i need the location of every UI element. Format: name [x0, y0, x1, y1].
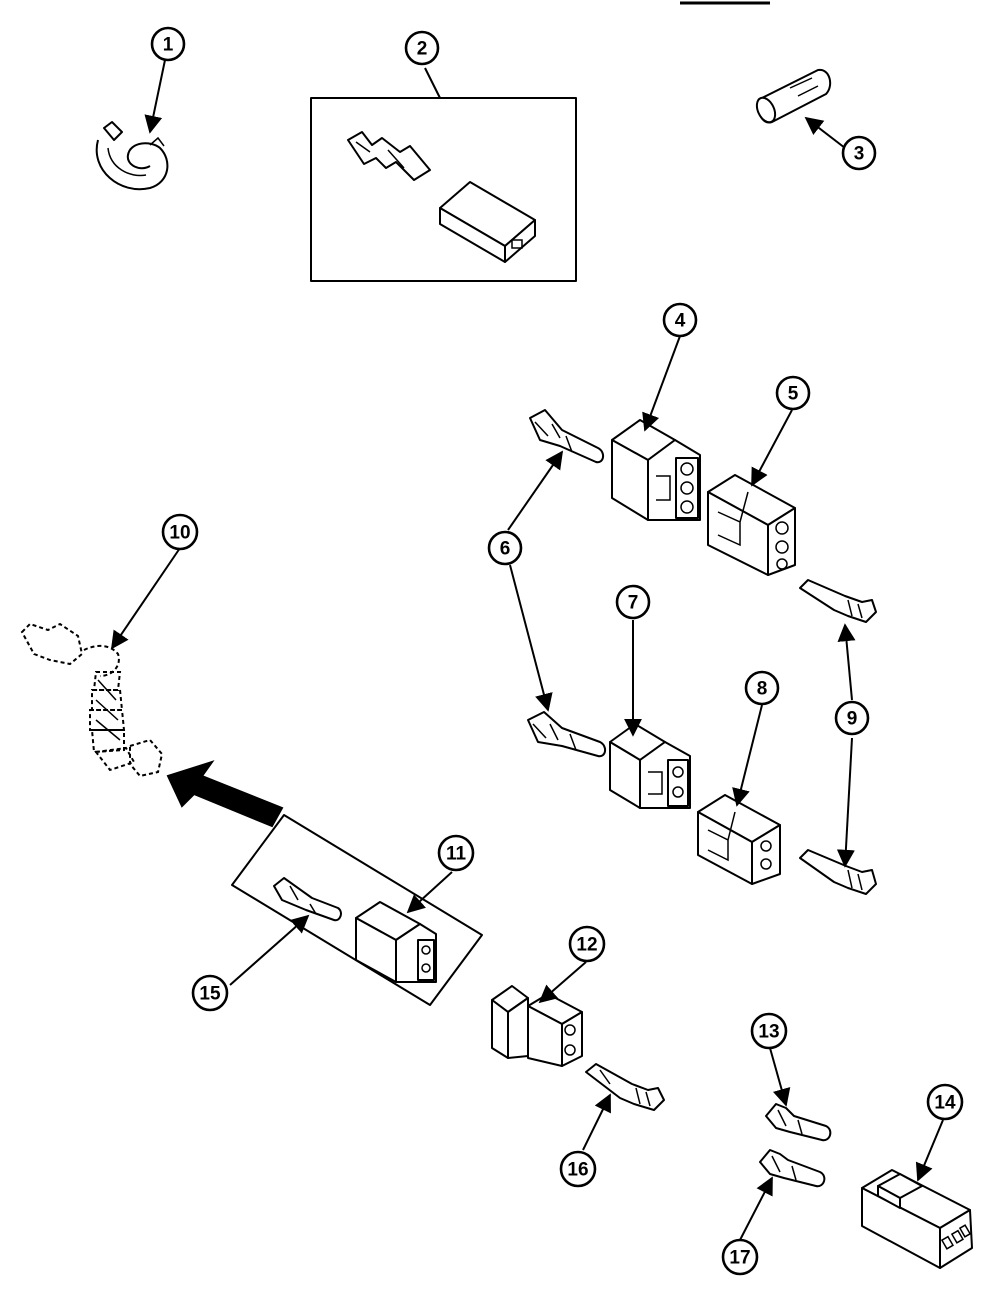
callout-6: 6 [487, 530, 523, 566]
callout-10: 10 [161, 513, 199, 551]
part-5-connector-3way [707, 474, 796, 576]
part-9-socket-terminal-lower [799, 849, 877, 895]
callout-17: 17 [721, 1238, 759, 1276]
callout-5: 5 [775, 375, 811, 411]
svg-text:11: 11 [446, 844, 467, 865]
callout-1: 1 [150, 26, 186, 62]
callout-2: 2 [404, 30, 440, 66]
part-17-flag-terminal [759, 1149, 826, 1188]
callout-7: 7 [615, 584, 651, 620]
svg-text:7: 7 [628, 593, 639, 614]
svg-text:16: 16 [567, 1160, 588, 1181]
part-9-socket-terminal-upper [799, 579, 877, 623]
part-16-pin-terminal [585, 1063, 665, 1111]
callout-14: 14 [926, 1083, 964, 1121]
svg-text:10: 10 [169, 523, 190, 544]
part-11-15-kit-card [231, 814, 483, 1006]
callout-12: 12 [568, 925, 606, 963]
callout-11: 11 [437, 834, 475, 872]
part-14-connector-multiway [861, 1169, 973, 1269]
part-8-connector-2way [697, 794, 781, 885]
part-1-clamp [95, 121, 169, 191]
svg-text:1: 1 [163, 35, 174, 56]
svg-text:12: 12 [576, 935, 597, 956]
callout-13: 13 [750, 1012, 788, 1050]
part-13-flag-terminal [765, 1103, 832, 1142]
svg-text:17: 17 [729, 1248, 750, 1269]
part-2-terminal-kit [310, 97, 577, 282]
svg-text:13: 13 [758, 1022, 779, 1043]
callout-4: 4 [662, 302, 698, 338]
part-12-connector-pair [491, 985, 583, 1067]
callout-16: 16 [559, 1150, 597, 1188]
part-3-splice [755, 68, 832, 124]
callout-8: 8 [744, 670, 780, 706]
callout-9: 9 [834, 700, 870, 736]
part-6-pin-terminal-upper [529, 409, 604, 464]
svg-text:15: 15 [199, 984, 221, 1005]
callout-3: 3 [841, 135, 877, 171]
callout-15: 15 [191, 974, 229, 1012]
part-10-harness-coil [20, 622, 164, 778]
part-4-connector-3way [611, 419, 701, 521]
svg-text:5: 5 [788, 384, 799, 405]
svg-text:14: 14 [934, 1093, 956, 1114]
part-6-pin-terminal-lower [527, 711, 606, 758]
svg-text:3: 3 [854, 144, 865, 165]
svg-text:4: 4 [675, 311, 686, 332]
svg-text:8: 8 [757, 679, 768, 700]
direction-arrow [166, 760, 284, 828]
svg-text:9: 9 [847, 709, 858, 730]
part-7-connector-2way [609, 723, 691, 809]
svg-text:2: 2 [417, 39, 428, 60]
svg-text:6: 6 [500, 539, 511, 560]
